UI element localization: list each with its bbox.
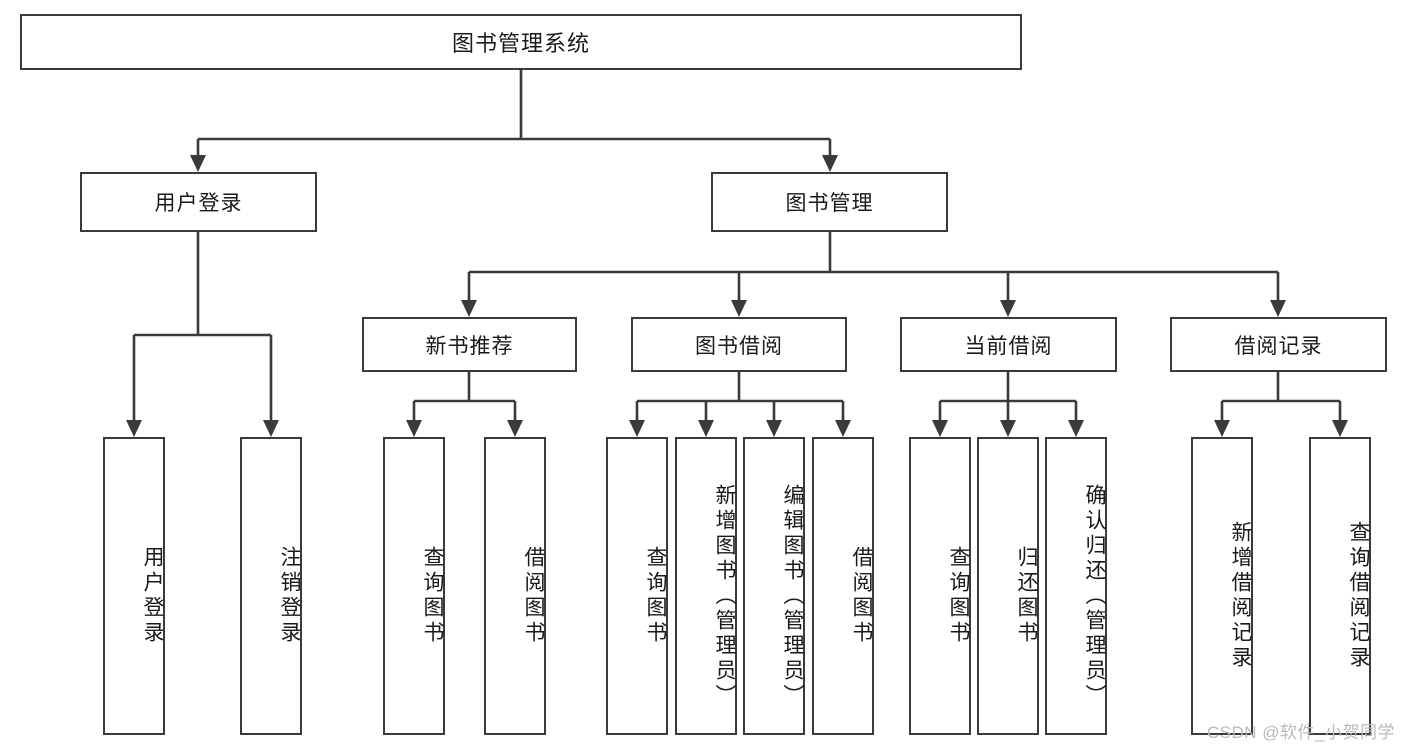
node-label: 新书推荐	[425, 334, 514, 358]
node-label: 确认归还（管理员）	[1083, 483, 1106, 709]
arrow-leaf-br-query	[1332, 420, 1348, 437]
leaf-br-add-record[interactable]: 新增借阅记录	[1191, 437, 1253, 735]
arrow-leaf-cb-query	[932, 420, 948, 437]
arrow-leaf-cb-confirm	[1068, 420, 1084, 437]
node-label: 用户登录	[141, 546, 164, 646]
leaf-cb-confirm-return[interactable]: 确认归还（管理员）	[1045, 437, 1107, 735]
node-user-login[interactable]: 用户登录	[80, 172, 317, 232]
arrow-book-borrow	[731, 300, 747, 317]
arrow-leaf-br-add	[1214, 420, 1230, 437]
node-label: 借阅记录	[1234, 334, 1323, 358]
leaf-nbr-query-book[interactable]: 查询图书	[383, 437, 445, 735]
node-label: 图书借阅	[695, 334, 783, 358]
arrow-leaf-bb-query	[629, 420, 645, 437]
arrow-leaf-bb-add	[698, 420, 714, 437]
leaf-nbr-borrow-book[interactable]: 借阅图书	[484, 437, 546, 735]
leaf-bb-edit-book[interactable]: 编辑图书（管理员）	[743, 437, 805, 735]
arrow-to-user-login	[190, 155, 206, 172]
arrow-borrow-record	[1270, 300, 1286, 317]
arrow-new-book-recommend	[461, 300, 477, 317]
arrow-leaf-cb-return	[1000, 420, 1016, 437]
leaf-cb-query-book[interactable]: 查询图书	[909, 437, 971, 735]
node-label: 归还图书	[1015, 546, 1038, 646]
node-label: 注销登录	[278, 546, 301, 646]
node-current-borrow[interactable]: 当前借阅	[900, 317, 1117, 372]
node-book-borrow[interactable]: 图书借阅	[631, 317, 847, 372]
node-root-system[interactable]: 图书管理系统	[20, 14, 1022, 70]
leaf-bb-query-book[interactable]: 查询图书	[606, 437, 668, 735]
node-label: 新增借阅记录	[1229, 521, 1252, 671]
leaf-user-login[interactable]: 用户登录	[103, 437, 165, 735]
leaf-cb-return-book[interactable]: 归还图书	[977, 437, 1039, 735]
arrow-to-book-mgmt	[822, 155, 838, 172]
node-label: 新增图书（管理员）	[713, 483, 736, 709]
node-label: 查询图书	[947, 546, 970, 646]
node-label: 图书管理	[785, 192, 874, 215]
node-new-book-recommend[interactable]: 新书推荐	[362, 317, 577, 372]
arrow-leaf-nbr-query	[406, 420, 422, 437]
arrow-leaf-bb-edit	[766, 420, 782, 437]
arrow-leaf-nbr-borrow	[507, 420, 523, 437]
arrow-leaf-bb-borrow	[835, 420, 851, 437]
node-borrow-record[interactable]: 借阅记录	[1170, 317, 1387, 372]
node-label: 当前借阅	[964, 334, 1053, 358]
node-label: 编辑图书（管理员）	[781, 483, 804, 709]
leaf-logout[interactable]: 注销登录	[240, 437, 302, 735]
leaf-bb-borrow-book[interactable]: 借阅图书	[812, 437, 874, 735]
node-label: 查询图书	[421, 546, 444, 646]
leaf-br-query-record[interactable]: 查询借阅记录	[1309, 437, 1371, 735]
node-label: 查询借阅记录	[1347, 521, 1370, 671]
leaf-bb-add-book[interactable]: 新增图书（管理员）	[675, 437, 737, 735]
watermark-text: CSDN @软件_小贺同学	[1206, 723, 1395, 742]
node-label: 查询图书	[644, 546, 667, 646]
arrow-current-borrow	[1000, 300, 1016, 317]
arrow-leaf-user-login	[126, 420, 142, 437]
arrow-leaf-logout	[263, 420, 279, 437]
node-label: 借阅图书	[850, 546, 873, 646]
node-label: 用户登录	[154, 192, 243, 215]
node-label: 借阅图书	[522, 546, 545, 646]
node-label: 图书管理系统	[451, 31, 590, 56]
node-book-management[interactable]: 图书管理	[711, 172, 948, 232]
